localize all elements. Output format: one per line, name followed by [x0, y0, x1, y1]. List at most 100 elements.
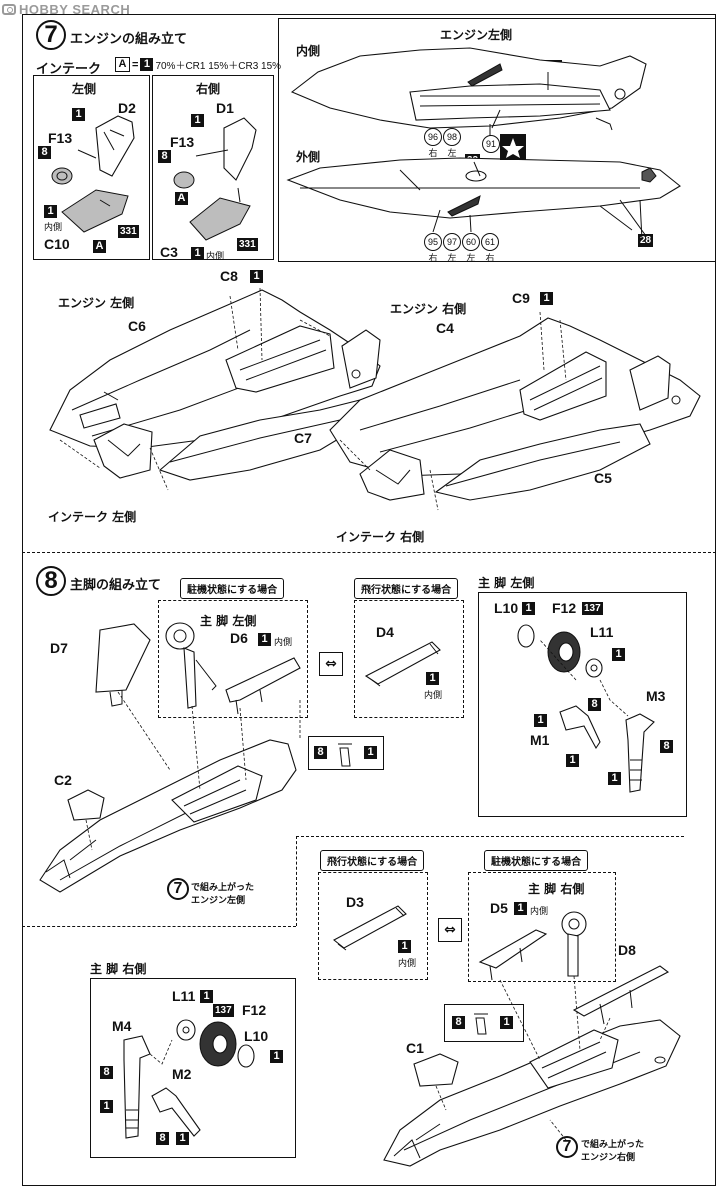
pin-detail-box — [308, 736, 384, 770]
tag-strut-1: 1 — [608, 772, 621, 785]
ref-right-text2: エンジン右側 — [581, 1153, 636, 1163]
tag-c8: 1 — [250, 270, 263, 283]
ref-right-text: で組み上がった — [581, 1140, 645, 1150]
part-d6: D6 — [230, 630, 248, 646]
part-f12-left: F12 — [552, 600, 577, 616]
intake-left-heading: 左側 — [72, 82, 97, 96]
inner-right: 内側 — [206, 252, 225, 262]
d7-panel — [95, 623, 151, 693]
part-d8: D8 — [618, 942, 636, 958]
part-c8: C8 — [220, 268, 238, 284]
circle-side: 右 — [485, 254, 495, 264]
part-m4: M4 — [112, 1018, 132, 1034]
assembly-intake-left-label: インテーク 左側 — [48, 510, 137, 524]
part-d1: D1 — [216, 100, 234, 116]
main-gear-left-title: 主 脚 左側 — [478, 576, 535, 590]
engine-left-gear-assembly — [39, 691, 301, 893]
tag-pin2-1: 1 — [500, 1016, 513, 1029]
right-section-top — [296, 836, 684, 837]
tag-inner-left: 1 — [44, 205, 57, 218]
part-c6: C6 — [128, 318, 146, 334]
intake-left-box — [33, 75, 150, 260]
tag-pin-8: 8 — [314, 746, 327, 759]
swap-arrows-icon-2: ⇔ — [438, 918, 462, 942]
step7-title: エンジンの組み立て — [70, 32, 188, 47]
pin-detail-2 — [474, 1013, 488, 1035]
tag-f12-left: 137 — [582, 602, 603, 615]
part-m1: M1 — [530, 732, 550, 748]
circle-side: 左 — [466, 254, 476, 264]
part-c9: C9 — [512, 290, 530, 306]
circle-num: 61 — [481, 233, 499, 251]
part-c1: C1 — [406, 1040, 424, 1056]
part-c2: C2 — [54, 772, 72, 788]
tag-m4-1: 1 — [100, 1100, 113, 1113]
part-l10-left: L10 — [494, 600, 519, 616]
tag-d1: 1 — [191, 114, 204, 127]
decal-331-left: 331 — [118, 225, 139, 238]
d8-panel — [572, 965, 670, 1017]
part-l10-right: L10 — [244, 1028, 269, 1044]
parked-left-gear — [165, 622, 301, 715]
engine-outer-drawing — [286, 157, 681, 237]
circle-side: 右 — [428, 149, 438, 159]
part-m2: M2 — [172, 1066, 192, 1082]
right-section-left — [296, 836, 297, 926]
tag-f12-right: 137 — [213, 1004, 234, 1017]
formula-tag: A — [115, 57, 130, 72]
circle-num: 96 — [424, 128, 442, 146]
tag-m3-8b: 8 — [660, 740, 673, 753]
part-f13-left: F13 — [48, 130, 73, 146]
decal-331-right: 331 — [237, 238, 258, 251]
intake-left-parts — [51, 115, 135, 233]
main-gear-right-title: 主 脚 右側 — [90, 962, 147, 976]
swap-arrows-icon: ⇔ — [319, 652, 343, 676]
tag-l10-right: 1 — [270, 1050, 283, 1063]
tag-m3-8: 8 — [588, 698, 601, 711]
assembly-engine-left-label: エンジン 左側 — [58, 296, 135, 310]
circle-side: 右 — [428, 254, 438, 264]
tag-f13-right: 8 — [158, 150, 171, 163]
part-c10: C10 — [44, 236, 70, 252]
part-c5: C5 — [594, 470, 612, 486]
tag-pin2-8: 8 — [452, 1016, 465, 1029]
main-gear-right-box — [90, 978, 296, 1158]
tag-l11-left: 1 — [612, 648, 625, 661]
section-divider — [22, 552, 716, 553]
part-c7: C7 — [294, 430, 312, 446]
engine-inner-drawing — [290, 47, 647, 131]
flight-box-left — [354, 600, 464, 718]
assembly-intake-right-label: インテーク 右側 — [336, 530, 425, 544]
decal-circle: 61 右 — [481, 233, 499, 264]
paint-formula: A = 1 70%＋CR1 15%＋CR3 15% — [115, 57, 281, 72]
main-gear-left-parts — [517, 624, 655, 793]
ref-left-text2: エンジン左側 — [191, 896, 246, 906]
formula-text: 70%＋CR1 15%＋CR3 15% — [155, 61, 282, 72]
engine-outer-label: 外側 — [296, 150, 321, 164]
circle-side: 左 — [447, 254, 457, 264]
formula-tag2: 1 — [140, 58, 154, 71]
watermark: HOBBY SEARCH — [2, 2, 130, 17]
intake-right-heading: 右側 — [196, 82, 221, 96]
flight-label-right: 飛行状態にする場合 — [320, 850, 425, 871]
watermark-text: HOBBY SEARCH — [19, 2, 131, 17]
main-gear-right-parts — [123, 1019, 255, 1139]
part-f13-right: F13 — [170, 134, 195, 150]
d6-inner: 内側 — [274, 638, 293, 648]
main-gear-right-heading: 主 脚 右側 — [528, 882, 585, 896]
tag-l10-left: 1 — [522, 602, 535, 615]
d3-panel — [333, 905, 407, 949]
left-section-bottom — [22, 926, 296, 927]
flight-label-left: 飛行状態にする場合 — [354, 578, 459, 599]
star-insignia-icon — [500, 134, 526, 160]
part-l11-left: L11 — [590, 624, 614, 640]
tag-m4-8: 8 — [100, 1066, 113, 1079]
flight-box-right — [318, 872, 428, 980]
tag-d2: 1 — [72, 108, 85, 121]
